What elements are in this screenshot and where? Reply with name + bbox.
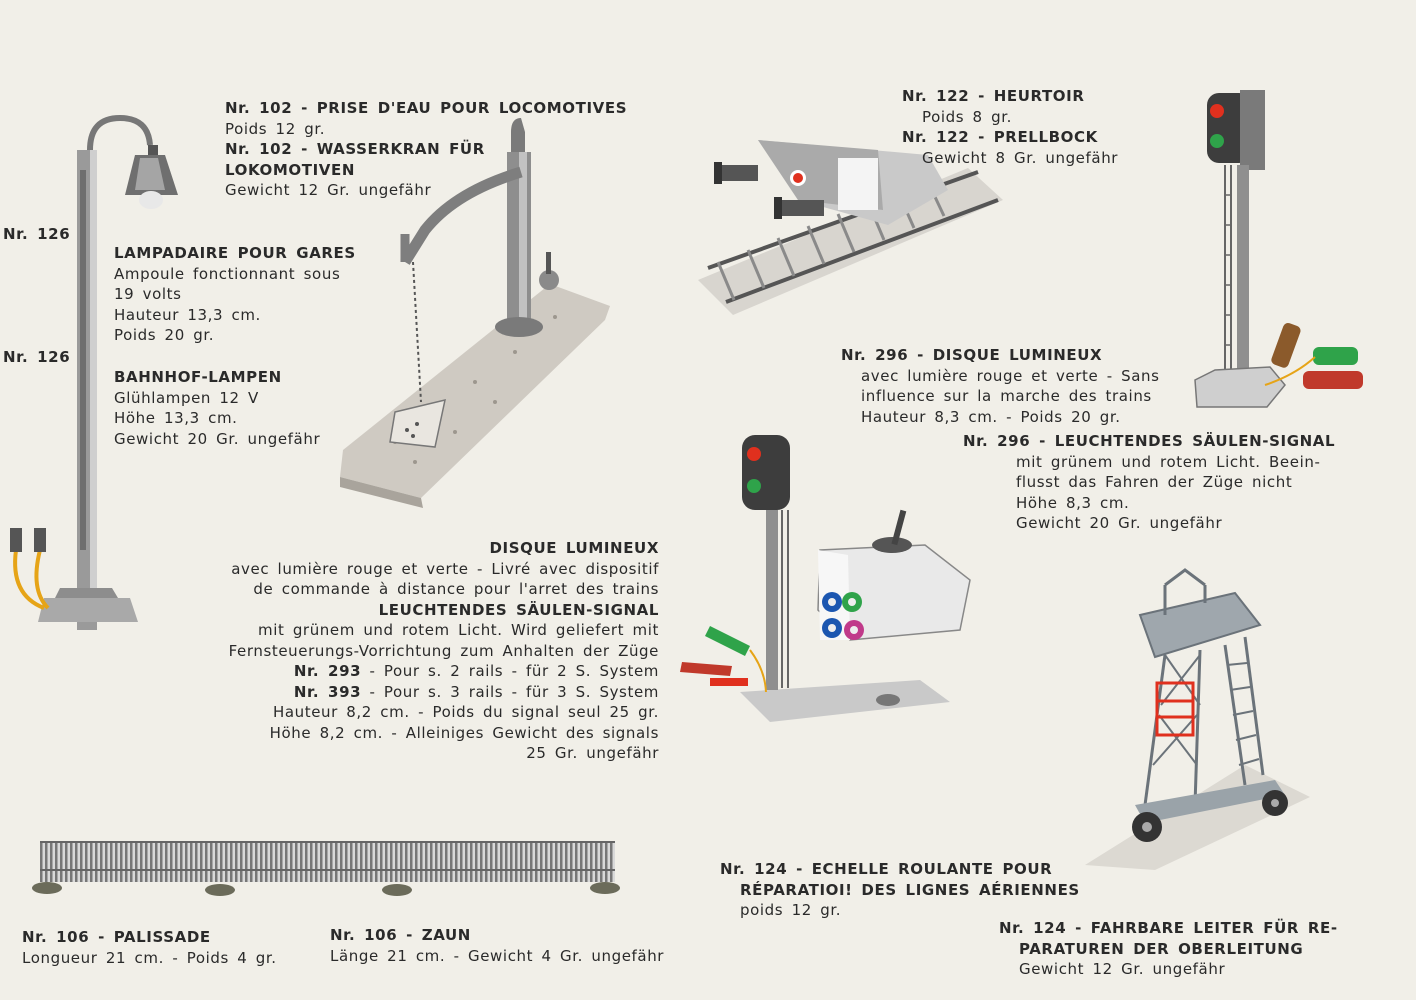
signal-293-nr: Nr. 293 <box>293 662 362 680</box>
signal-393-variant-row: Nr. 393 - Pour s. 3 rails - für 3 S. Sys… <box>200 682 659 703</box>
lamp-detail: Hauteur 13,3 cm. <box>114 305 261 324</box>
signal-293-description: DISQUE LUMINEUX avec lumière rouge et ve… <box>200 538 659 764</box>
ladder-title-de-cont: PARATUREN DER OBERLEITUNG <box>1019 939 1304 958</box>
signal-296-detail: avec lumière rouge et verte - Sans <box>861 366 1160 385</box>
signal-293-illustration <box>680 435 971 722</box>
lamp-nr-label-2: Nr. 126 <box>3 347 70 368</box>
lamp-nr: Nr. 126 <box>3 348 71 366</box>
signal-393-nr: Nr. 393 <box>293 682 362 701</box>
lamp-title-de: BAHNHOF-LAMPEN <box>114 368 282 386</box>
ladder-illustration <box>1085 568 1310 870</box>
water-crane-title-fr: Nr. 102 - PRISE D'EAU POUR LOCOMOTIVES <box>225 99 628 117</box>
fence-detail-de: Länge 21 cm. - Gewicht 4 Gr. ungefähr <box>330 946 665 965</box>
fence-illustration <box>32 841 620 896</box>
lamp-description-fr: LAMPADAIRE POUR GARES Ampoule fonctionna… <box>114 243 356 346</box>
water-crane-description: Nr. 102 - PRISE D'EAU POUR LOCOMOTIVES P… <box>225 98 627 201</box>
lamp-detail: Poids 20 gr. <box>114 326 215 344</box>
lamp-post-illustration <box>10 114 178 630</box>
signal-293-detail: avec lumière rouge et verte - Livré avec… <box>231 559 659 578</box>
lamp-nr-label-1: Nr. 126 <box>3 224 70 245</box>
lamp-detail: 19 volts <box>114 285 182 303</box>
lamp-nr: Nr. 126 <box>3 225 71 243</box>
fence-detail-fr: Longueur 21 cm. - Poids 4 gr. <box>22 948 277 967</box>
signal-293-detail: de commande à distance pour l'arret des … <box>253 580 659 598</box>
signal-296-illustration <box>1194 90 1363 408</box>
ladder-title-fr-cont: RÉPARATIOI! DES LIGNES AÉRIENNES <box>740 880 1080 899</box>
ladder-description-de: Nr. 124 - FAHRBARE LEITER FÜR RE- PARATU… <box>999 918 1338 980</box>
water-crane-title-de: Nr. 102 - WASSERKRAN FÜR <box>225 140 485 158</box>
signal-296-detail: Hauteur 8,3 cm. - Poids 20 gr. <box>861 407 1121 426</box>
ladder-title-fr: Nr. 124 - ECHELLE ROULANTE POUR <box>720 860 1053 878</box>
water-crane-weight-de: Gewicht 12 Gr. ungefähr <box>225 181 432 199</box>
ladder-weight-fr: poids 12 gr. <box>740 901 842 919</box>
water-crane-illustration <box>340 118 610 508</box>
signal-293-title-de: LEUCHTENDES SÄULEN-SIGNAL <box>378 600 659 619</box>
buffer-title-fr: Nr. 122 - HEURTOIR <box>902 87 1085 105</box>
signal-293-detail: Höhe 8,2 cm. - Alleiniges Gewicht des si… <box>269 723 659 742</box>
signal-296-detail: influence sur la marche des trains <box>861 387 1152 405</box>
lamp-description-de: BAHNHOF-LAMPEN Glühlampen 12 V Höhe 13,3… <box>114 367 320 449</box>
signal-293-variant-row: Nr. 293 - Pour s. 2 rails - für 2 S. Sys… <box>200 661 659 682</box>
water-crane-weight-fr: Poids 12 gr. <box>225 119 326 138</box>
signal-296-detail: Höhe 8,3 cm. <box>1016 493 1130 512</box>
signal-293-detail: Hauteur 8,2 cm. - Poids du signal seul 2… <box>272 703 659 721</box>
fence-description-de: Nr. 106 - ZAUN Länge 21 cm. - Gewicht 4 … <box>330 925 664 966</box>
signal-393-variant: - Pour s. 3 rails - für 3 S. System <box>369 682 659 701</box>
buffer-weight-fr: Poids 8 gr. <box>922 107 1012 126</box>
signal-296-title-de: Nr. 296 - LEUCHTENDES SÄULEN-SIGNAL <box>963 432 1336 450</box>
signal-296-title-fr: Nr. 296 - DISQUE LUMINEUX <box>841 346 1103 364</box>
signal-296-detail: mit grünem und rotem Licht. Beein- <box>1016 452 1321 471</box>
lamp-title-fr: LAMPADAIRE POUR GARES <box>114 244 356 262</box>
ladder-weight-de: Gewicht 12 Gr. ungefähr <box>1019 960 1226 978</box>
signal-293-title-fr: DISQUE LUMINEUX <box>489 539 659 557</box>
buffer-description: Nr. 122 - HEURTOIR Poids 8 gr. Nr. 122 -… <box>902 86 1118 168</box>
lamp-detail: Gewicht 20 Gr. ungefähr <box>114 429 321 448</box>
buffer-stop-illustration <box>698 140 1003 315</box>
signal-293-detail: 25 Gr. ungefähr <box>526 744 659 762</box>
fence-description-fr: Nr. 106 - PALISSADE Longueur 21 cm. - Po… <box>22 927 277 968</box>
signal-293-variant: - Pour s. 2 rails - für 2 S. System <box>369 662 659 680</box>
ladder-title-de: Nr. 124 - FAHRBARE LEITER FÜR RE- <box>999 919 1338 937</box>
fence-title-fr: Nr. 106 - PALISSADE <box>22 928 211 946</box>
signal-296-description-de: Nr. 296 - LEUCHTENDES SÄULEN-SIGNAL mit … <box>963 431 1335 534</box>
fence-title-de: Nr. 106 - ZAUN <box>330 926 471 944</box>
lamp-detail: Höhe 13,3 cm. <box>114 409 238 427</box>
signal-296-detail: Gewicht 20 Gr. ungefähr <box>1016 514 1223 532</box>
signal-293-detail: mit grünem und rotem Licht. Wird geliefe… <box>257 621 659 639</box>
lamp-detail: Glühlampen 12 V <box>114 388 259 407</box>
ladder-description-fr: Nr. 124 - ECHELLE ROULANTE POUR RÉPARATI… <box>720 859 1080 921</box>
water-crane-title-de-cont: LOKOMOTIVEN <box>225 160 355 179</box>
buffer-title-de: Nr. 122 - PRELLBOCK <box>902 128 1098 146</box>
lamp-detail: Ampoule fonctionnant sous <box>114 264 341 283</box>
signal-293-detail: Fernsteuerungs-Vorrichtung zum Anhalten … <box>228 641 659 660</box>
signal-296-description-fr: Nr. 296 - DISQUE LUMINEUX avec lumière r… <box>841 345 1160 427</box>
buffer-weight-de: Gewicht 8 Gr. ungefähr <box>922 148 1119 167</box>
signal-296-detail: flusst das Fahren der Züge nicht <box>1016 473 1293 491</box>
